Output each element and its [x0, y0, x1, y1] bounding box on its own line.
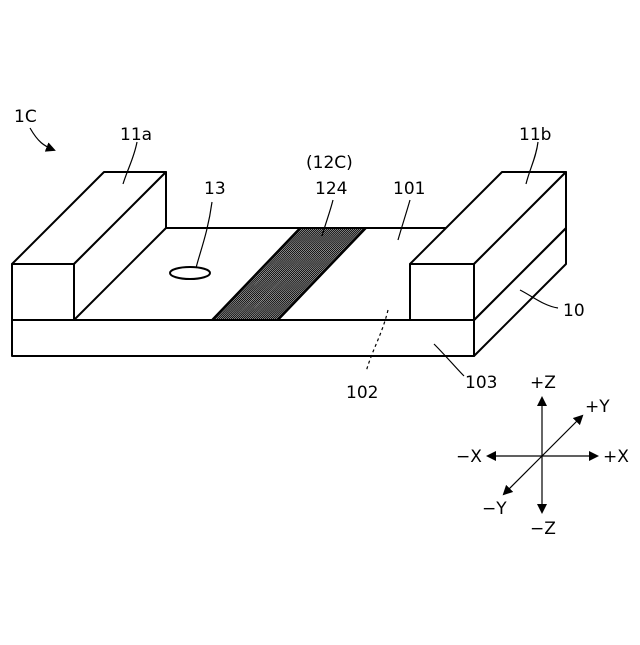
reference-arrow-1C [30, 128, 54, 150]
axis-label-minus-z: −Z [530, 519, 556, 539]
label-11b: 11b [519, 125, 551, 145]
axis-label-plus-x: +X [603, 447, 629, 467]
label-124: 124 [315, 179, 347, 199]
label-13: 13 [204, 179, 226, 199]
label-12C: (12C) [306, 153, 353, 173]
axis-label-minus-x: −X [456, 447, 482, 467]
label-10: 10 [563, 301, 585, 321]
label-103: 103 [465, 373, 497, 393]
axis-label-plus-y: +Y [585, 397, 610, 417]
axis-label-minus-y: −Y [482, 499, 507, 519]
hole-13 [170, 267, 210, 279]
label-11a: 11a [120, 125, 152, 145]
axis-label-plus-z: +Z [530, 373, 556, 393]
coordinate-axes [488, 398, 597, 512]
electrode-11b [410, 172, 566, 320]
label-102: 102 [346, 383, 378, 403]
label-1C: 1C [14, 107, 37, 127]
label-101: 101 [393, 179, 425, 199]
